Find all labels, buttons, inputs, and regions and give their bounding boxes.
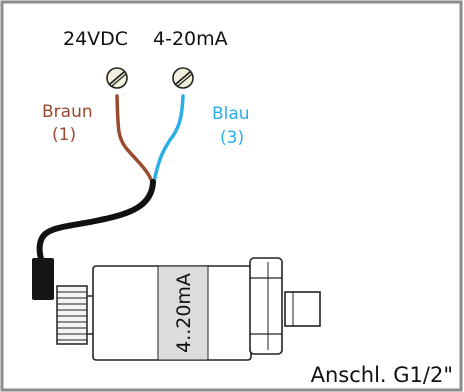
knurled-nut bbox=[56, 285, 93, 345]
signal-terminal-label: 4-20mA bbox=[153, 28, 228, 50]
brown-wire bbox=[115, 94, 154, 184]
brown-wire-name: Braun bbox=[42, 102, 93, 122]
supply-terminal-label: 24VDC bbox=[63, 28, 128, 50]
signal-terminal-screw-icon bbox=[172, 67, 194, 89]
connection-label: Anschl. G1/2" bbox=[311, 363, 453, 387]
brown-wire-number: (1) bbox=[52, 125, 76, 145]
supply-terminal-screw-icon bbox=[106, 67, 128, 89]
sensor-body-label: 4..20mA bbox=[173, 273, 195, 353]
hex-nut bbox=[249, 257, 283, 355]
blue-wire-name: Blau bbox=[212, 104, 250, 124]
sensor-label-band bbox=[157, 265, 209, 361]
sensor-cable bbox=[36, 179, 156, 265]
blue-wire bbox=[152, 94, 185, 184]
cable-plug bbox=[32, 258, 54, 300]
blue-wire-number: (3) bbox=[220, 128, 244, 148]
process-thread bbox=[284, 291, 321, 327]
